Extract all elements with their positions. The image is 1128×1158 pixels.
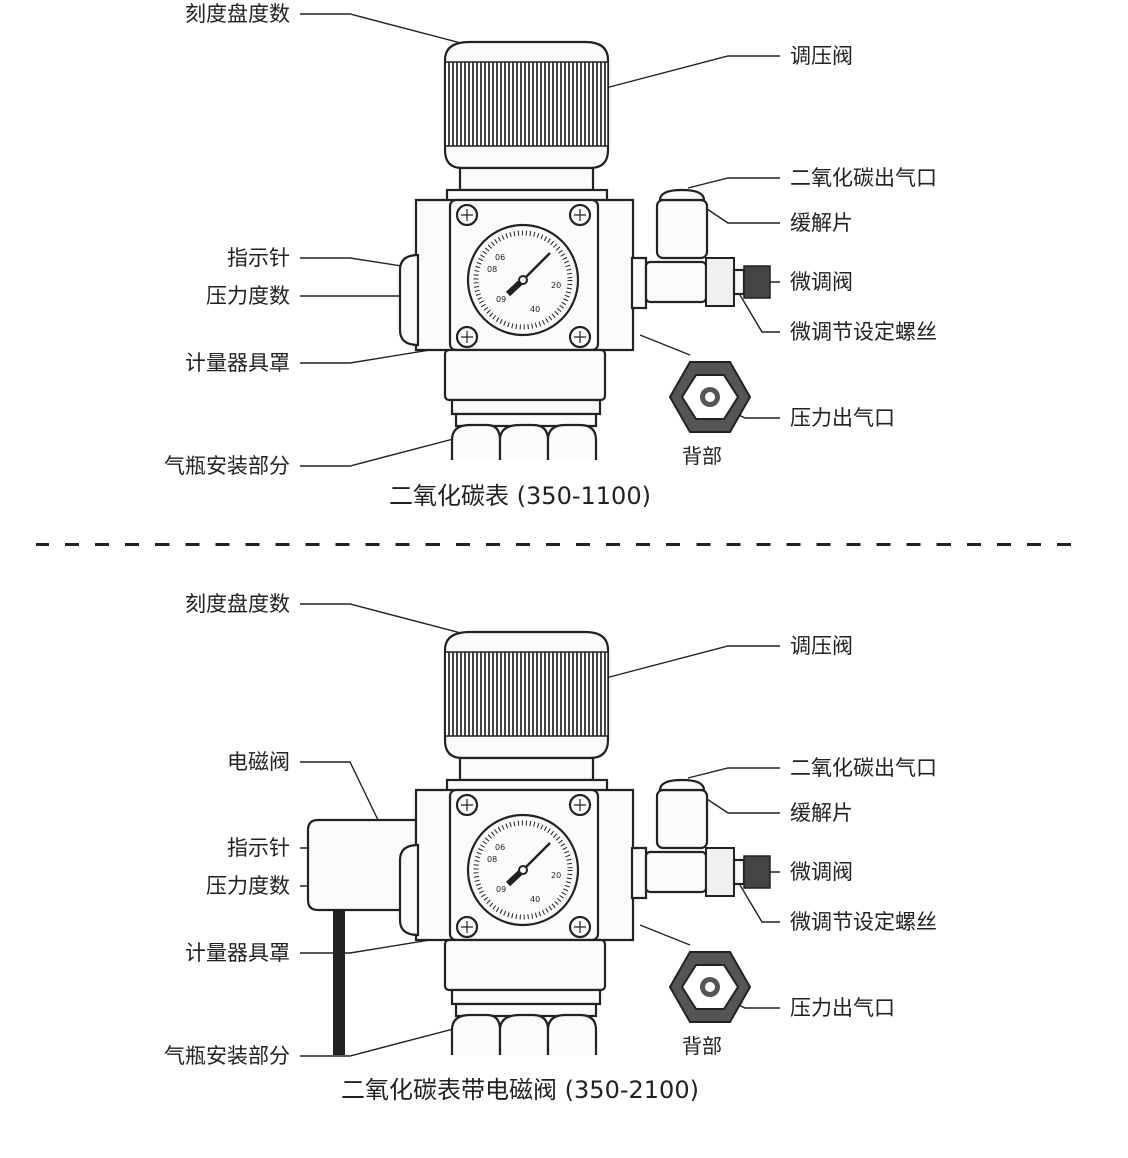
back-view-outlet — [639, 334, 752, 433]
diagram-panel-co2-regulator: 06 08 09 40 20 — [0, 0, 1128, 530]
gauge-body: 06 08 09 40 20 — [398, 788, 635, 942]
caption-model-1: 二氧化碳表 (350-1100) — [389, 482, 651, 510]
bottle-mount-assembly — [443, 348, 607, 460]
outlet-fittings — [630, 778, 771, 900]
svg-text:08: 08 — [487, 855, 497, 864]
label-regulator-valve: 调压阀 — [790, 44, 853, 68]
svg-text:40: 40 — [530, 895, 540, 904]
label-fine-valve: 微调阀 — [790, 860, 853, 884]
bottle-mount-assembly — [443, 938, 607, 1055]
label-bottle-mount: 气瓶安装部分 — [164, 1044, 290, 1068]
svg-text:09: 09 — [496, 885, 506, 894]
diagram-panel-co2-regulator-solenoid: 06 08 09 40 20 — [0, 590, 1128, 1158]
regulator-solenoid-illustration: 06 08 09 40 20 — [300, 603, 780, 1057]
label-fine-valve: 微调阀 — [790, 270, 853, 294]
outlet-fittings — [630, 188, 771, 310]
label-co2-outlet: 二氧化碳出气口 — [790, 166, 937, 190]
svg-text:08: 08 — [487, 265, 497, 274]
svg-text:09: 09 — [496, 295, 506, 304]
label-co2-outlet: 二氧化碳出气口 — [790, 756, 937, 780]
label-regulator-valve: 调压阀 — [790, 634, 853, 658]
back-view-outlet — [639, 924, 752, 1023]
label-solenoid: 电磁阀 — [227, 750, 290, 774]
svg-text:20: 20 — [551, 871, 561, 880]
label-fine-screw: 微调节设定螺丝 — [790, 320, 937, 344]
svg-text:06: 06 — [495, 253, 505, 262]
svg-text:06: 06 — [495, 843, 505, 852]
gauge-body: 06 08 09 40 20 — [398, 198, 635, 352]
solenoid-valve — [306, 818, 418, 1055]
regulator-knob — [443, 630, 610, 794]
label-pressure-outlet: 压力出气口 — [790, 406, 895, 430]
svg-text:20: 20 — [551, 281, 561, 290]
caption-model-2: 二氧化碳表带电磁阀 (350-2100) — [341, 1076, 699, 1104]
label-pressure-outlet: 压力出气口 — [790, 996, 895, 1020]
label-pointer: 指示针 — [227, 836, 290, 860]
label-back: 背部 — [682, 444, 722, 468]
label-back: 背部 — [682, 1034, 722, 1058]
label-gauge-cover: 计量器具罩 — [185, 941, 290, 965]
label-pressure-reading: 压力度数 — [206, 874, 290, 898]
section-divider — [36, 543, 1076, 546]
label-pointer: 指示针 — [227, 246, 290, 270]
label-dial-reading: 刻度盘度数 — [185, 2, 290, 26]
label-relief-piece: 缓解片 — [790, 801, 853, 825]
svg-text:40: 40 — [530, 305, 540, 314]
label-gauge-cover: 计量器具罩 — [185, 351, 290, 375]
label-pressure-reading: 压力度数 — [206, 284, 290, 308]
regulator-illustration: 06 08 09 40 20 — [300, 13, 780, 467]
label-dial-reading: 刻度盘度数 — [185, 592, 290, 616]
label-fine-screw: 微调节设定螺丝 — [790, 910, 937, 934]
regulator-knob — [443, 40, 610, 204]
label-bottle-mount: 气瓶安装部分 — [164, 454, 290, 478]
label-relief-piece: 缓解片 — [790, 211, 853, 235]
